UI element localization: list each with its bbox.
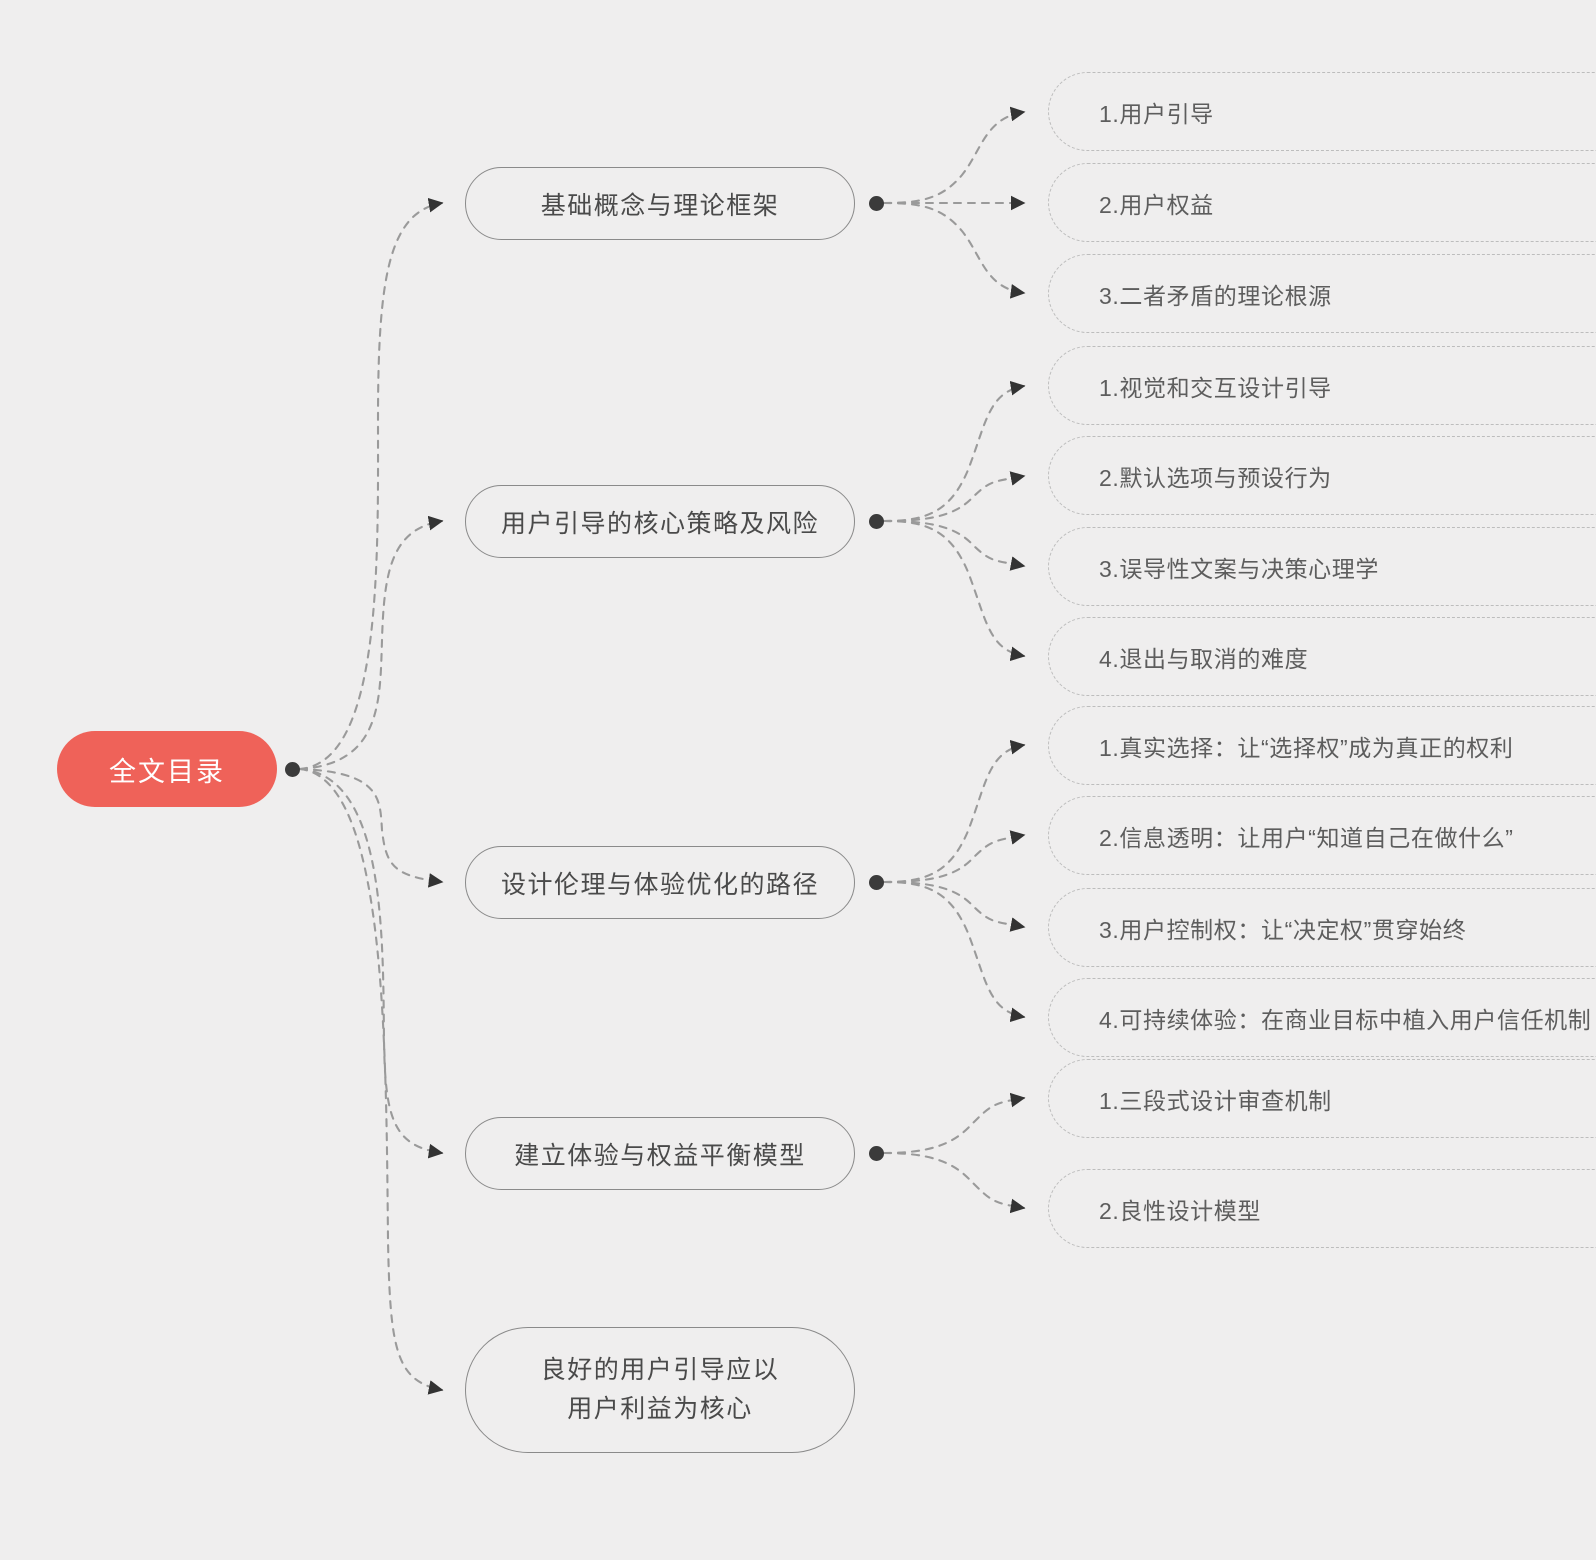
leaf-node[interactable]: 3.二者矛盾的理论根源 [1048,254,1596,333]
root-node-label: 全文目录 [109,756,225,787]
root-hub-dot [285,762,300,777]
leaf-node-label: 2.默认选项与预设行为 [1099,464,1332,491]
branch-node-2[interactable]: 用户引导的核心策略及风险 [465,485,855,558]
leaf-node-label: 1.视觉和交互设计引导 [1099,374,1332,401]
branch-node-3[interactable]: 设计伦理与体验优化的路径 [465,846,855,919]
leaf-node[interactable]: 3.用户控制权：让“决定权”贯穿始终 [1048,888,1596,967]
branch-node-1[interactable]: 基础概念与理论框架 [465,167,855,240]
branch-node-label: 建立体验与权益平衡模型 [514,1141,806,1170]
leaf-node-label: 3.用户控制权：让“决定权”贯穿始终 [1099,916,1467,943]
leaf-node-label: 2.信息透明：让用户“知道自己在做什么” [1099,824,1514,851]
branch-node-label: 基础概念与理论框架 [540,191,780,220]
root-node[interactable]: 全文目录 [57,731,277,807]
leaf-node-label: 4.退出与取消的难度 [1099,645,1309,672]
leaf-node[interactable]: 2.信息透明：让用户“知道自己在做什么” [1048,796,1596,875]
leaf-node[interactable]: 1.视觉和交互设计引导 [1048,346,1596,425]
branch-node-5[interactable]: 良好的用户引导应以 用户利益为核心 [465,1327,855,1453]
branch-hub-dot-4 [869,1146,884,1161]
leaf-node-label: 1.用户引导 [1099,100,1214,127]
branch-hub-dot-1 [869,196,884,211]
leaf-node-label: 1.真实选择：让“选择权”成为真正的权利 [1099,734,1514,761]
branch-hub-dot-2 [869,514,884,529]
branch-node-4[interactable]: 建立体验与权益平衡模型 [465,1117,855,1190]
leaf-node[interactable]: 2.用户权益 [1048,163,1596,242]
leaf-node[interactable]: 3.误导性文案与决策心理学 [1048,527,1596,606]
leaf-node-label: 3.二者矛盾的理论根源 [1099,282,1332,309]
leaf-node[interactable]: 4.退出与取消的难度 [1048,617,1596,696]
leaf-node[interactable]: 1.三段式设计审查机制 [1048,1059,1596,1138]
branch-hub-dot-3 [869,875,884,890]
leaf-node[interactable]: 2.默认选项与预设行为 [1048,436,1596,515]
leaf-node[interactable]: 4.可持续体验：在商业目标中植入用户信任机制 [1048,978,1596,1057]
leaf-node[interactable]: 1.真实选择：让“选择权”成为真正的权利 [1048,706,1596,785]
leaf-node[interactable]: 2.良性设计模型 [1048,1169,1596,1248]
branch-node-label: 用户引导的核心策略及风险 [500,509,819,538]
leaf-node[interactable]: 1.用户引导 [1048,72,1596,151]
leaf-node-label: 3.误导性文案与决策心理学 [1099,555,1379,582]
leaf-node-label: 4.可持续体验：在商业目标中植入用户信任机制 [1099,1006,1592,1033]
leaf-node-label: 2.良性设计模型 [1099,1197,1261,1224]
leaf-node-label: 2.用户权益 [1099,191,1214,218]
branch-node-label: 良好的用户引导应以 用户利益为核心 [540,1355,780,1424]
branch-node-label: 设计伦理与体验优化的路径 [500,870,819,899]
leaf-node-label: 1.三段式设计审查机制 [1099,1087,1332,1114]
